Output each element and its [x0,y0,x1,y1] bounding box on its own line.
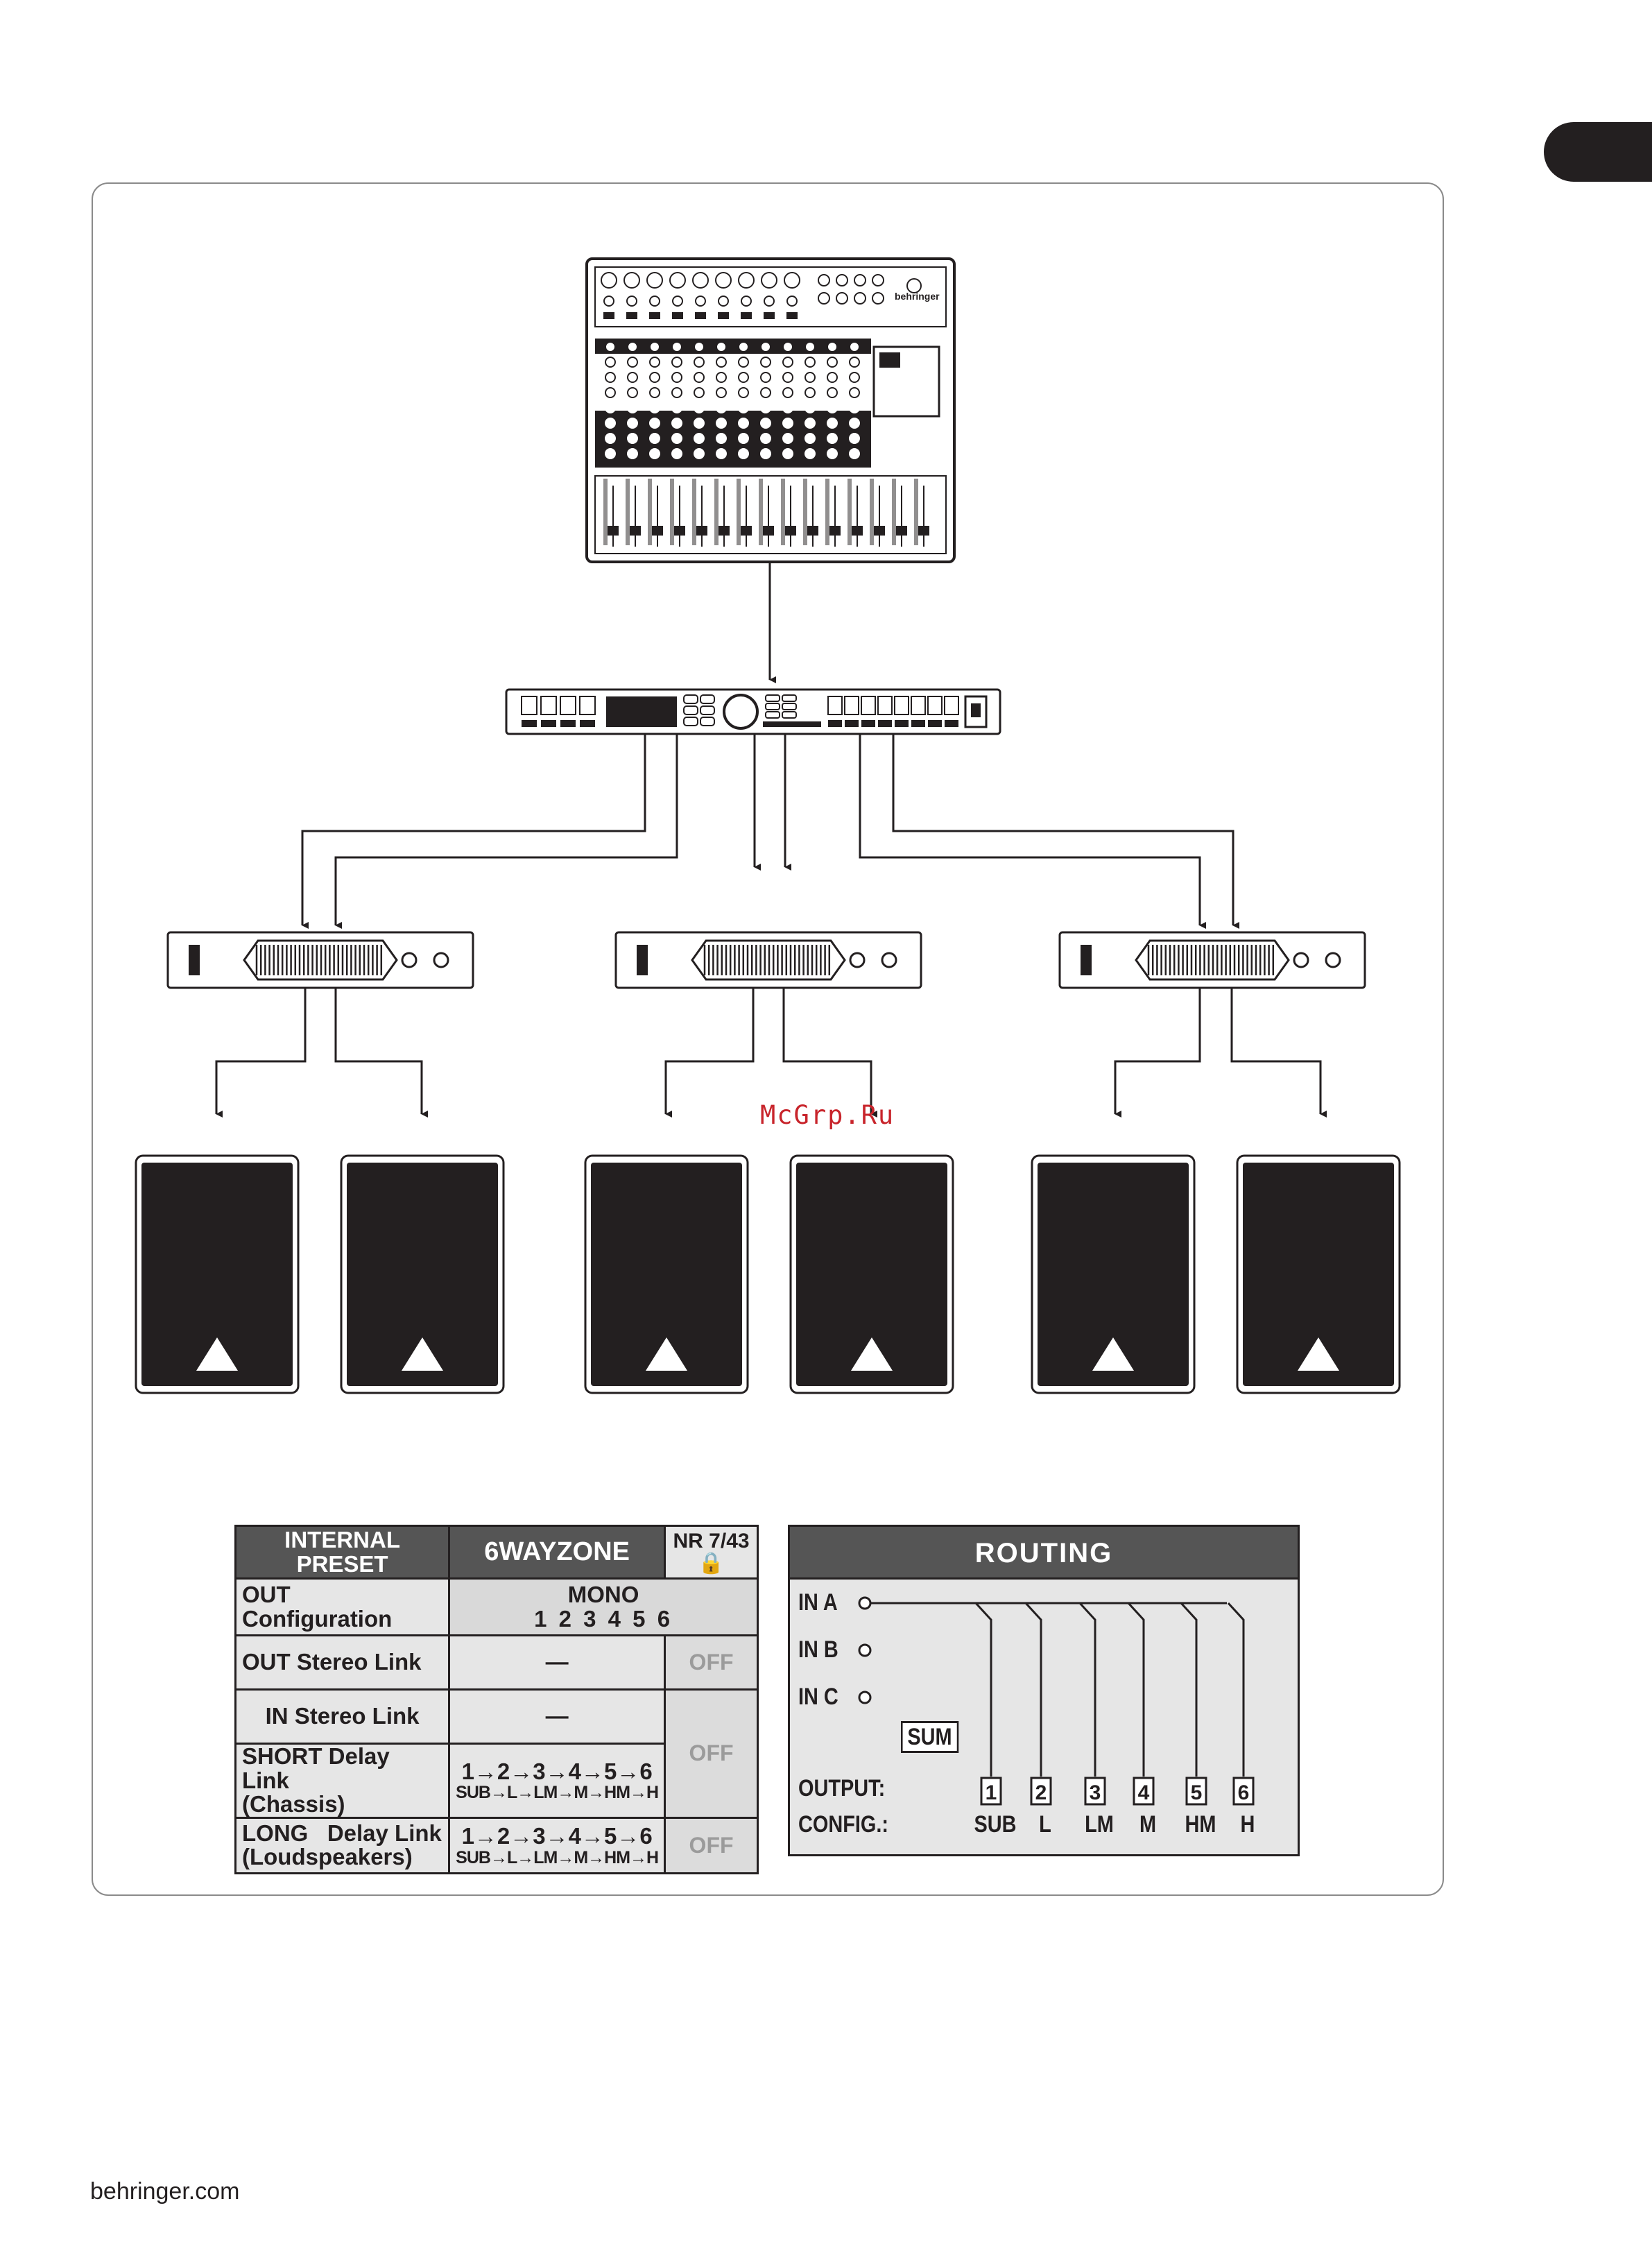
config-label: CONFIG.: [798,1811,889,1838]
short-delay-names: SUB→L→LM→M→HM→H [456,1783,659,1803]
loudspeaker [135,1154,300,1394]
output-box: 2 [1030,1777,1052,1806]
svg-text:1: 1 [986,1781,997,1804]
output-box: 5 [1185,1777,1207,1806]
svg-text:2: 2 [1035,1781,1047,1804]
short-delay-label: SHORT Delay Link (Chassis) [234,1743,451,1819]
config-l: L [1039,1811,1051,1838]
amplifier [614,931,922,989]
routing-panel: ROUTING IN A IN B IN C 1 2 3 4 5 6 SUM OUTPUT… [788,1525,1300,1856]
mixer-console: behringer [585,257,956,563]
out-config-value: MONO 1 2 3 4 5 6 [448,1577,759,1636]
footer-url: behringer.com [90,2178,240,2205]
amplifier [166,931,474,989]
mixer-brand-text: behringer [895,291,940,302]
output-label: OUTPUT: [798,1775,886,1802]
output-box: 6 [1232,1777,1255,1806]
config-h: H [1240,1811,1255,1838]
short-delay-chain: 1→2→3→4→5→6 [461,1758,653,1784]
output-box: 1 [980,1777,1002,1806]
config-m: M [1139,1811,1157,1838]
output-box: 4 [1133,1777,1155,1806]
in-short-state: OFF [664,1688,759,1819]
in-b-label: IN B [798,1636,838,1663]
svg-text:4: 4 [1138,1781,1150,1804]
watermark-text: McGrp.Ru [760,1100,895,1130]
chapter-tab [1544,122,1652,182]
out-stereo-link-state: OFF [664,1634,759,1691]
loudspeaker [789,1154,954,1394]
out-stereo-link-label: OUT Stereo Link [234,1634,451,1691]
in-stereo-link-label: IN Stereo Link [234,1688,451,1745]
loudspeaker [1236,1154,1401,1394]
short-delay-value: 1→2→3→4→5→6 SUB→L→LM→M→HM→H [448,1743,666,1819]
crossover-processor [505,688,1001,735]
amplifier [1058,931,1366,989]
config-sub: SUB [974,1811,1017,1838]
in-c-label: IN C [798,1684,838,1710]
svg-text:5: 5 [1191,1781,1203,1804]
loudspeaker [1031,1154,1196,1394]
routing-title: ROUTING [790,1527,1298,1580]
long-delay-chain: 1→2→3→4→5→6 [461,1822,653,1849]
routing-lines: 1 2 3 4 5 6 [858,1596,1255,1806]
loudspeaker [340,1154,505,1394]
long-delay-names: SUB→L→LM→M→HM→H [456,1847,659,1867]
preset-number: NR 7/43 🔒 [664,1525,759,1580]
long-delay-label-1: LONG Delay Link [242,1820,442,1846]
loudspeakers [135,1154,1401,1394]
long-delay-value: 1→2→3→4→5→6 SUB→L→LM→M→HM→H [448,1816,666,1874]
config-hm: HM [1185,1811,1216,1838]
svg-text:3: 3 [1090,1781,1101,1804]
short-delay-label-2: (Chassis) [242,1791,345,1817]
preset-name: 6WAYZONE [448,1525,666,1580]
long-delay-state: OFF [664,1816,759,1874]
in-stereo-link-value: — [448,1688,666,1745]
loudspeaker [584,1154,749,1394]
preset-table: INTERNAL PRESET 6WAYZONE NR 7/43 🔒 OUT C… [234,1525,759,1874]
svg-text:6: 6 [1238,1781,1250,1804]
amplifiers [166,931,1366,989]
internal-preset-label: INTERNAL PRESET [234,1525,451,1580]
short-delay-label-1: SHORT Delay Link [242,1743,390,1793]
out-config-mode: MONO [567,1581,639,1607]
output-box: 3 [1084,1777,1106,1806]
diagram-frame [92,182,1444,1896]
preset-number-text: NR 7/43 [673,1530,750,1552]
sum-box: SUM [901,1721,958,1753]
out-config-channels: 1 2 3 4 5 6 [534,1605,673,1632]
config-lm: LM [1085,1811,1114,1838]
out-config-label: OUT Configuration [234,1577,451,1636]
out-stereo-link-value: — [448,1634,666,1691]
in-a-label: IN A [798,1589,838,1616]
long-delay-label: LONG Delay Link (Loudspeakers) [234,1816,451,1874]
long-delay-label-2: (Loudspeakers) [242,1844,413,1870]
lock-icon: 🔒 [698,1551,725,1575]
